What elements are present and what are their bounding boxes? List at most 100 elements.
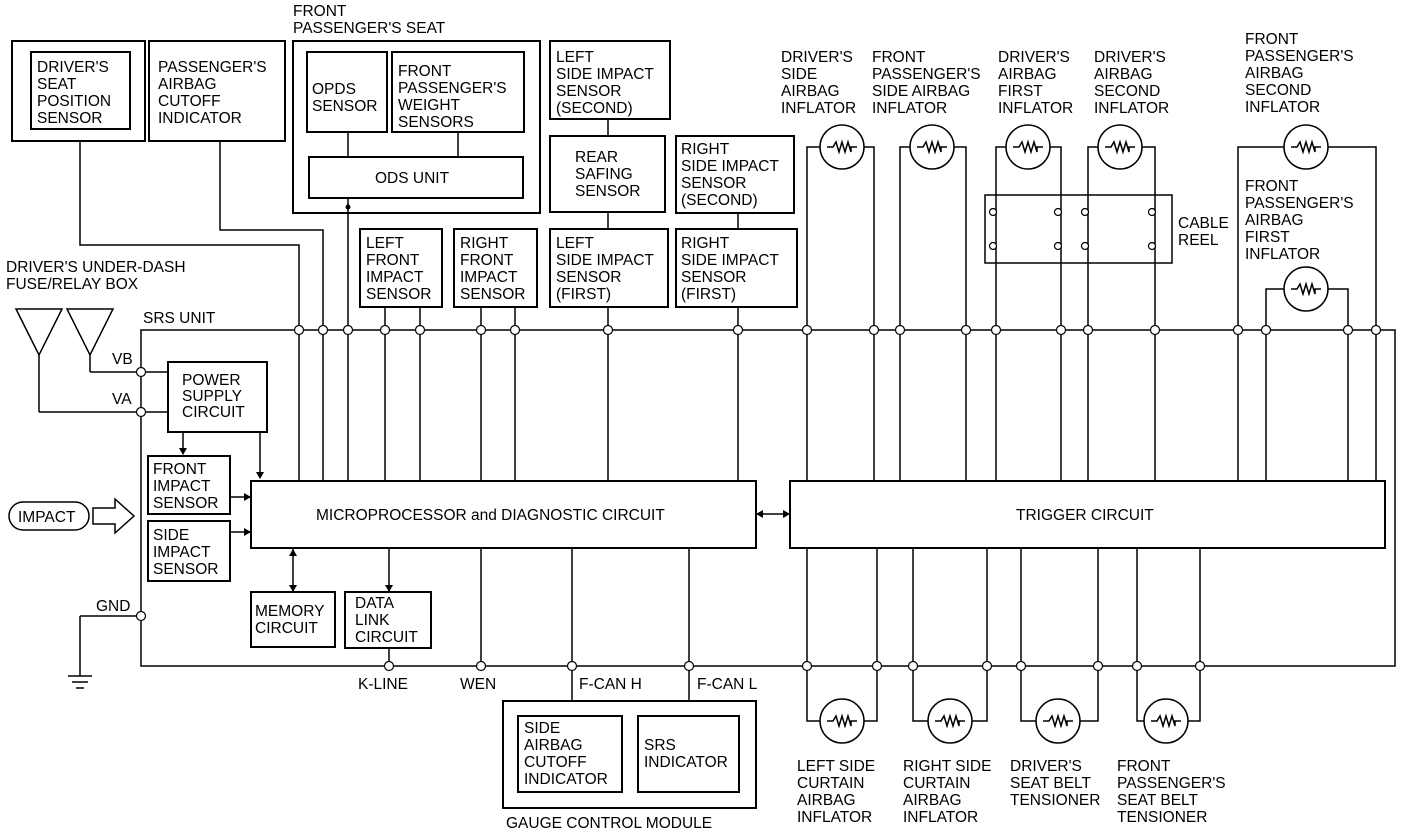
terminal (379, 324, 391, 336)
wire (1087, 146, 1098, 481)
wire (1080, 548, 1099, 722)
right-side-curtain-airbag-inflator (927, 698, 973, 744)
terminal (981, 660, 993, 672)
terminal (1131, 660, 1143, 672)
microprocessor-diagnostic-circuit-label: MICROPROCESSOR and DIAGNOSTIC CIRCUIT (316, 507, 665, 524)
terminal (135, 406, 147, 418)
cable-reel-contact (1053, 207, 1063, 217)
terminal (383, 660, 395, 672)
wire (972, 548, 988, 722)
terminal (1082, 324, 1094, 336)
terminal (1342, 324, 1354, 336)
trigger-circuit: TRIGGER CIRCUIT (789, 480, 1386, 549)
left-side-curtain-airbag-inflator (819, 698, 865, 744)
k-line-label: K-LINE (358, 676, 408, 693)
terminal (1194, 660, 1206, 672)
wire (1237, 146, 1284, 481)
bus-arrow (756, 510, 790, 518)
inflators (819, 124, 1329, 744)
terminal (317, 324, 329, 336)
wire (954, 146, 967, 481)
wire (1188, 548, 1201, 722)
terminal (990, 324, 1002, 336)
terminal (801, 324, 813, 336)
terminal (732, 324, 744, 336)
terminal (960, 324, 972, 336)
wen-label: WEN (460, 676, 496, 693)
wire (1020, 548, 1036, 722)
vb-label: VB (112, 351, 133, 368)
terminal (566, 660, 578, 672)
terminal (1370, 324, 1382, 336)
terminal (1260, 324, 1272, 336)
terminal (1149, 324, 1161, 336)
terminal (135, 610, 147, 622)
terminal (475, 324, 487, 336)
trigger-circuit-label: TRIGGER CIRCUIT (1016, 507, 1154, 524)
cable-reel-contact (988, 207, 998, 217)
wire (1328, 146, 1377, 481)
front-passenger-seat-belt-tensioner (1143, 698, 1189, 744)
cable-reel-contact (1053, 241, 1063, 251)
terminals (135, 324, 1382, 672)
microprocessor-diagnostic-circuit: MICROPROCESSOR and DIAGNOSTIC CIRCUIT (250, 480, 757, 549)
wire (79, 141, 300, 481)
terminal (871, 660, 883, 672)
terminal (475, 660, 487, 672)
terminal (293, 324, 305, 336)
va-label: VA (112, 391, 132, 408)
impact-input: IMPACT (8, 497, 136, 535)
driver-airbag-first-inflator (1005, 124, 1051, 170)
front-passenger-airbag-second-inflator (1283, 124, 1329, 170)
wire (899, 146, 910, 481)
wire (1136, 548, 1144, 722)
cable-reel-contact (988, 241, 998, 251)
wire (806, 548, 820, 722)
terminal (602, 324, 614, 336)
f-can-l-label: F-CAN L (697, 676, 758, 693)
junction-dot (345, 204, 351, 210)
terminal (868, 324, 880, 336)
srs-unit-label: SRS UNIT (143, 310, 216, 327)
driver-side-airbag-inflator (819, 124, 865, 170)
wire (1142, 146, 1156, 481)
terminal (135, 366, 147, 378)
srs-unit-box (140, 329, 1396, 667)
cable-reel-contact (1080, 241, 1090, 251)
